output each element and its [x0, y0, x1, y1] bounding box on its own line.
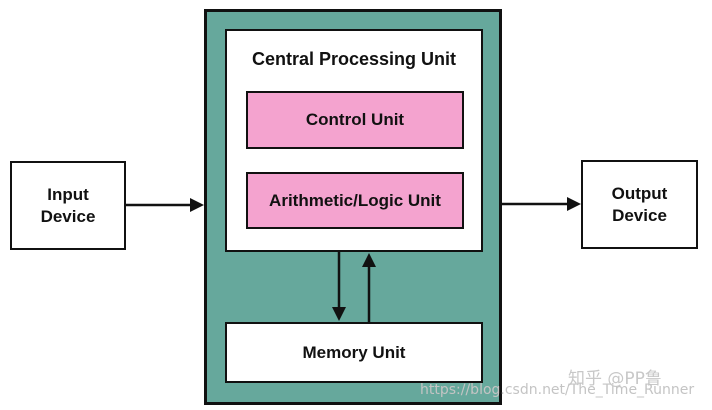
input-to-cpu-arrow	[126, 198, 204, 212]
input-device-box: Input Device	[10, 161, 126, 250]
memory-unit-box: Memory Unit	[225, 322, 483, 383]
memory-to-cpu-arrow	[362, 253, 376, 322]
output-device-box: Output Device	[581, 160, 698, 249]
output-device-label: Output Device	[612, 183, 668, 227]
input-device-label-line1: Input	[47, 184, 89, 204]
zhihu-watermark: 知乎 @PP鲁	[568, 369, 662, 389]
alu-label: Arithmetic/Logic Unit	[269, 190, 441, 210]
cpu-to-memory-arrow	[332, 252, 346, 321]
control-unit-box: Control Unit	[246, 91, 464, 149]
control-unit-label: Control Unit	[305, 110, 405, 129]
input-device-label-line2: Device	[40, 206, 96, 226]
csdn-watermark: https://blog.csdn.net/The_Time_Runner	[420, 382, 695, 398]
cpu-to-output-arrow	[502, 197, 581, 211]
alu-box: Arithmetic/Logic Unit	[246, 172, 464, 229]
output-device-label-line2: Device	[612, 205, 667, 225]
memory-unit-label: Memory Unit	[302, 342, 406, 362]
input-device-label: Input Device	[41, 184, 96, 228]
output-device-label-line1: Output	[611, 183, 668, 203]
cpu-title: Central Processing Unit	[251, 49, 457, 69]
